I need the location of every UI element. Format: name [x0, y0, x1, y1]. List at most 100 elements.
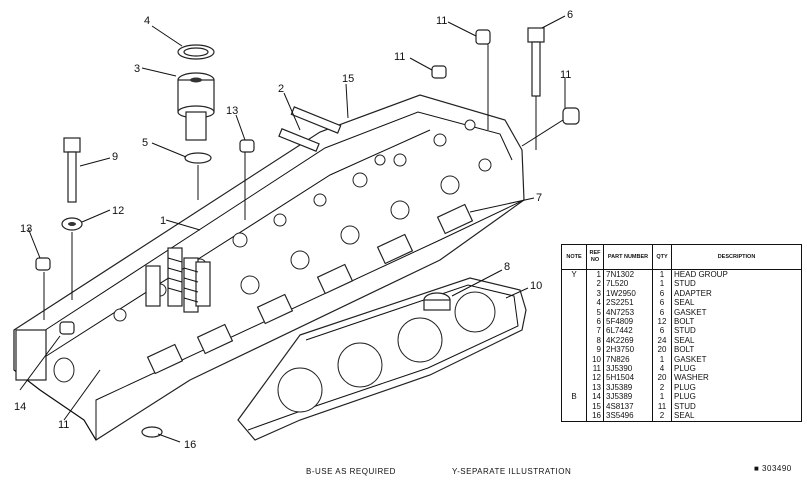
- cell-part: 1W2950: [603, 288, 653, 299]
- cell-ref: 2: [586, 279, 604, 289]
- cell-note: [561, 354, 587, 365]
- cell-part: 6L7442: [603, 326, 653, 336]
- cell-note: [561, 326, 587, 336]
- cell-desc: BOLT: [671, 345, 802, 355]
- cell-desc: BOLT: [671, 317, 802, 327]
- cell-desc: PLUG: [671, 364, 802, 374]
- cell-ref: 8: [586, 335, 604, 346]
- seals: [141, 292, 451, 438]
- cell-qty: 6: [652, 288, 672, 299]
- cell-note: [561, 345, 587, 355]
- cell-qty: 4: [652, 364, 672, 374]
- cell-part: 5F4809: [603, 317, 653, 327]
- cell-desc: STUD: [671, 326, 802, 336]
- cell-ref: 6: [586, 317, 604, 327]
- callout-15: 15: [342, 73, 354, 85]
- cell-desc: STUD: [671, 401, 802, 412]
- valve-springs: [145, 247, 211, 313]
- cell-note: [561, 373, 587, 383]
- callout-5: 5: [142, 137, 148, 149]
- cell-part: 2H3750: [603, 345, 653, 355]
- cell-ref: 14: [586, 392, 604, 402]
- cell-qty: 1: [652, 392, 672, 402]
- cell-note: [561, 279, 587, 289]
- footnote-b: B-USE AS REQUIRED: [306, 467, 396, 476]
- cell-ref: 9: [586, 345, 604, 355]
- cell-qty: 1: [652, 269, 672, 280]
- port-openings: [146, 203, 474, 375]
- figure-id: ■ 303490: [754, 464, 792, 473]
- bolts: [61, 27, 545, 231]
- cell-part: 4N7253: [603, 307, 653, 318]
- cell-part: 4S8137: [603, 401, 653, 412]
- cell-desc: SEAL: [671, 298, 802, 308]
- cell-qty: 6: [652, 307, 672, 318]
- cell-desc: SEAL: [671, 411, 802, 422]
- callout-13a: 13: [226, 105, 238, 117]
- adapter-assembly: [177, 44, 215, 164]
- cell-part: 3S5496: [603, 411, 653, 422]
- callout-14: 14: [14, 401, 26, 413]
- cell-part: 7N1302: [603, 269, 653, 280]
- head-gasket: [237, 277, 527, 441]
- header-qty: QTY: [652, 244, 672, 270]
- cell-part: 5H1504: [603, 373, 653, 383]
- cell-desc: PLUG: [671, 382, 802, 393]
- cell-qty: 12: [652, 317, 672, 327]
- callout-8: 8: [504, 261, 510, 273]
- cell-ref: 13: [586, 382, 604, 393]
- cell-ref: 15: [586, 401, 604, 412]
- callout-10: 10: [530, 280, 542, 292]
- cell-note: [561, 364, 587, 374]
- cell-note: [561, 307, 587, 318]
- callout-16: 16: [184, 439, 196, 451]
- callout-11b: 11: [394, 51, 405, 63]
- cell-qty: 24: [652, 335, 672, 346]
- cell-note: [561, 317, 587, 327]
- callout-2: 2: [278, 83, 284, 95]
- cell-note: [561, 335, 587, 346]
- cell-note: [561, 411, 587, 422]
- cell-note: [561, 401, 587, 412]
- callout-3: 3: [134, 63, 140, 75]
- cell-part: 4K2269: [603, 335, 653, 346]
- cell-qty: 6: [652, 326, 672, 336]
- callout-9: 9: [112, 151, 118, 163]
- cell-part: 3J5389: [603, 392, 653, 402]
- cell-note: B: [561, 392, 587, 402]
- cell-qty: 2: [652, 411, 672, 422]
- cell-part: 7L520: [603, 279, 653, 289]
- cell-part: 7N826: [603, 354, 653, 365]
- callout-7: 7: [536, 192, 542, 204]
- cell-part: 2S2251: [603, 298, 653, 308]
- cell-part: 3J5389: [603, 382, 653, 393]
- header-part-number: PART NUMBER: [603, 244, 653, 270]
- cell-desc: WASHER: [671, 373, 802, 383]
- callout-4: 4: [144, 15, 150, 27]
- cell-qty: 2: [652, 382, 672, 393]
- cell-ref: 16: [586, 411, 604, 422]
- cell-desc: HEAD GROUP: [671, 269, 802, 280]
- cell-desc: ADAPTER: [671, 288, 802, 299]
- plugs: [35, 29, 580, 335]
- cell-ref: 7: [586, 326, 604, 336]
- cell-note: [561, 382, 587, 393]
- cell-note: [561, 298, 587, 308]
- header-note: NOTE: [561, 244, 587, 270]
- cell-part: 3J5390: [603, 364, 653, 374]
- cell-ref: 3: [586, 288, 604, 299]
- cell-qty: 1: [652, 354, 672, 365]
- footnote-y: Y-SEPARATE ILLUSTRATION: [452, 467, 572, 476]
- cell-qty: 11: [652, 401, 672, 412]
